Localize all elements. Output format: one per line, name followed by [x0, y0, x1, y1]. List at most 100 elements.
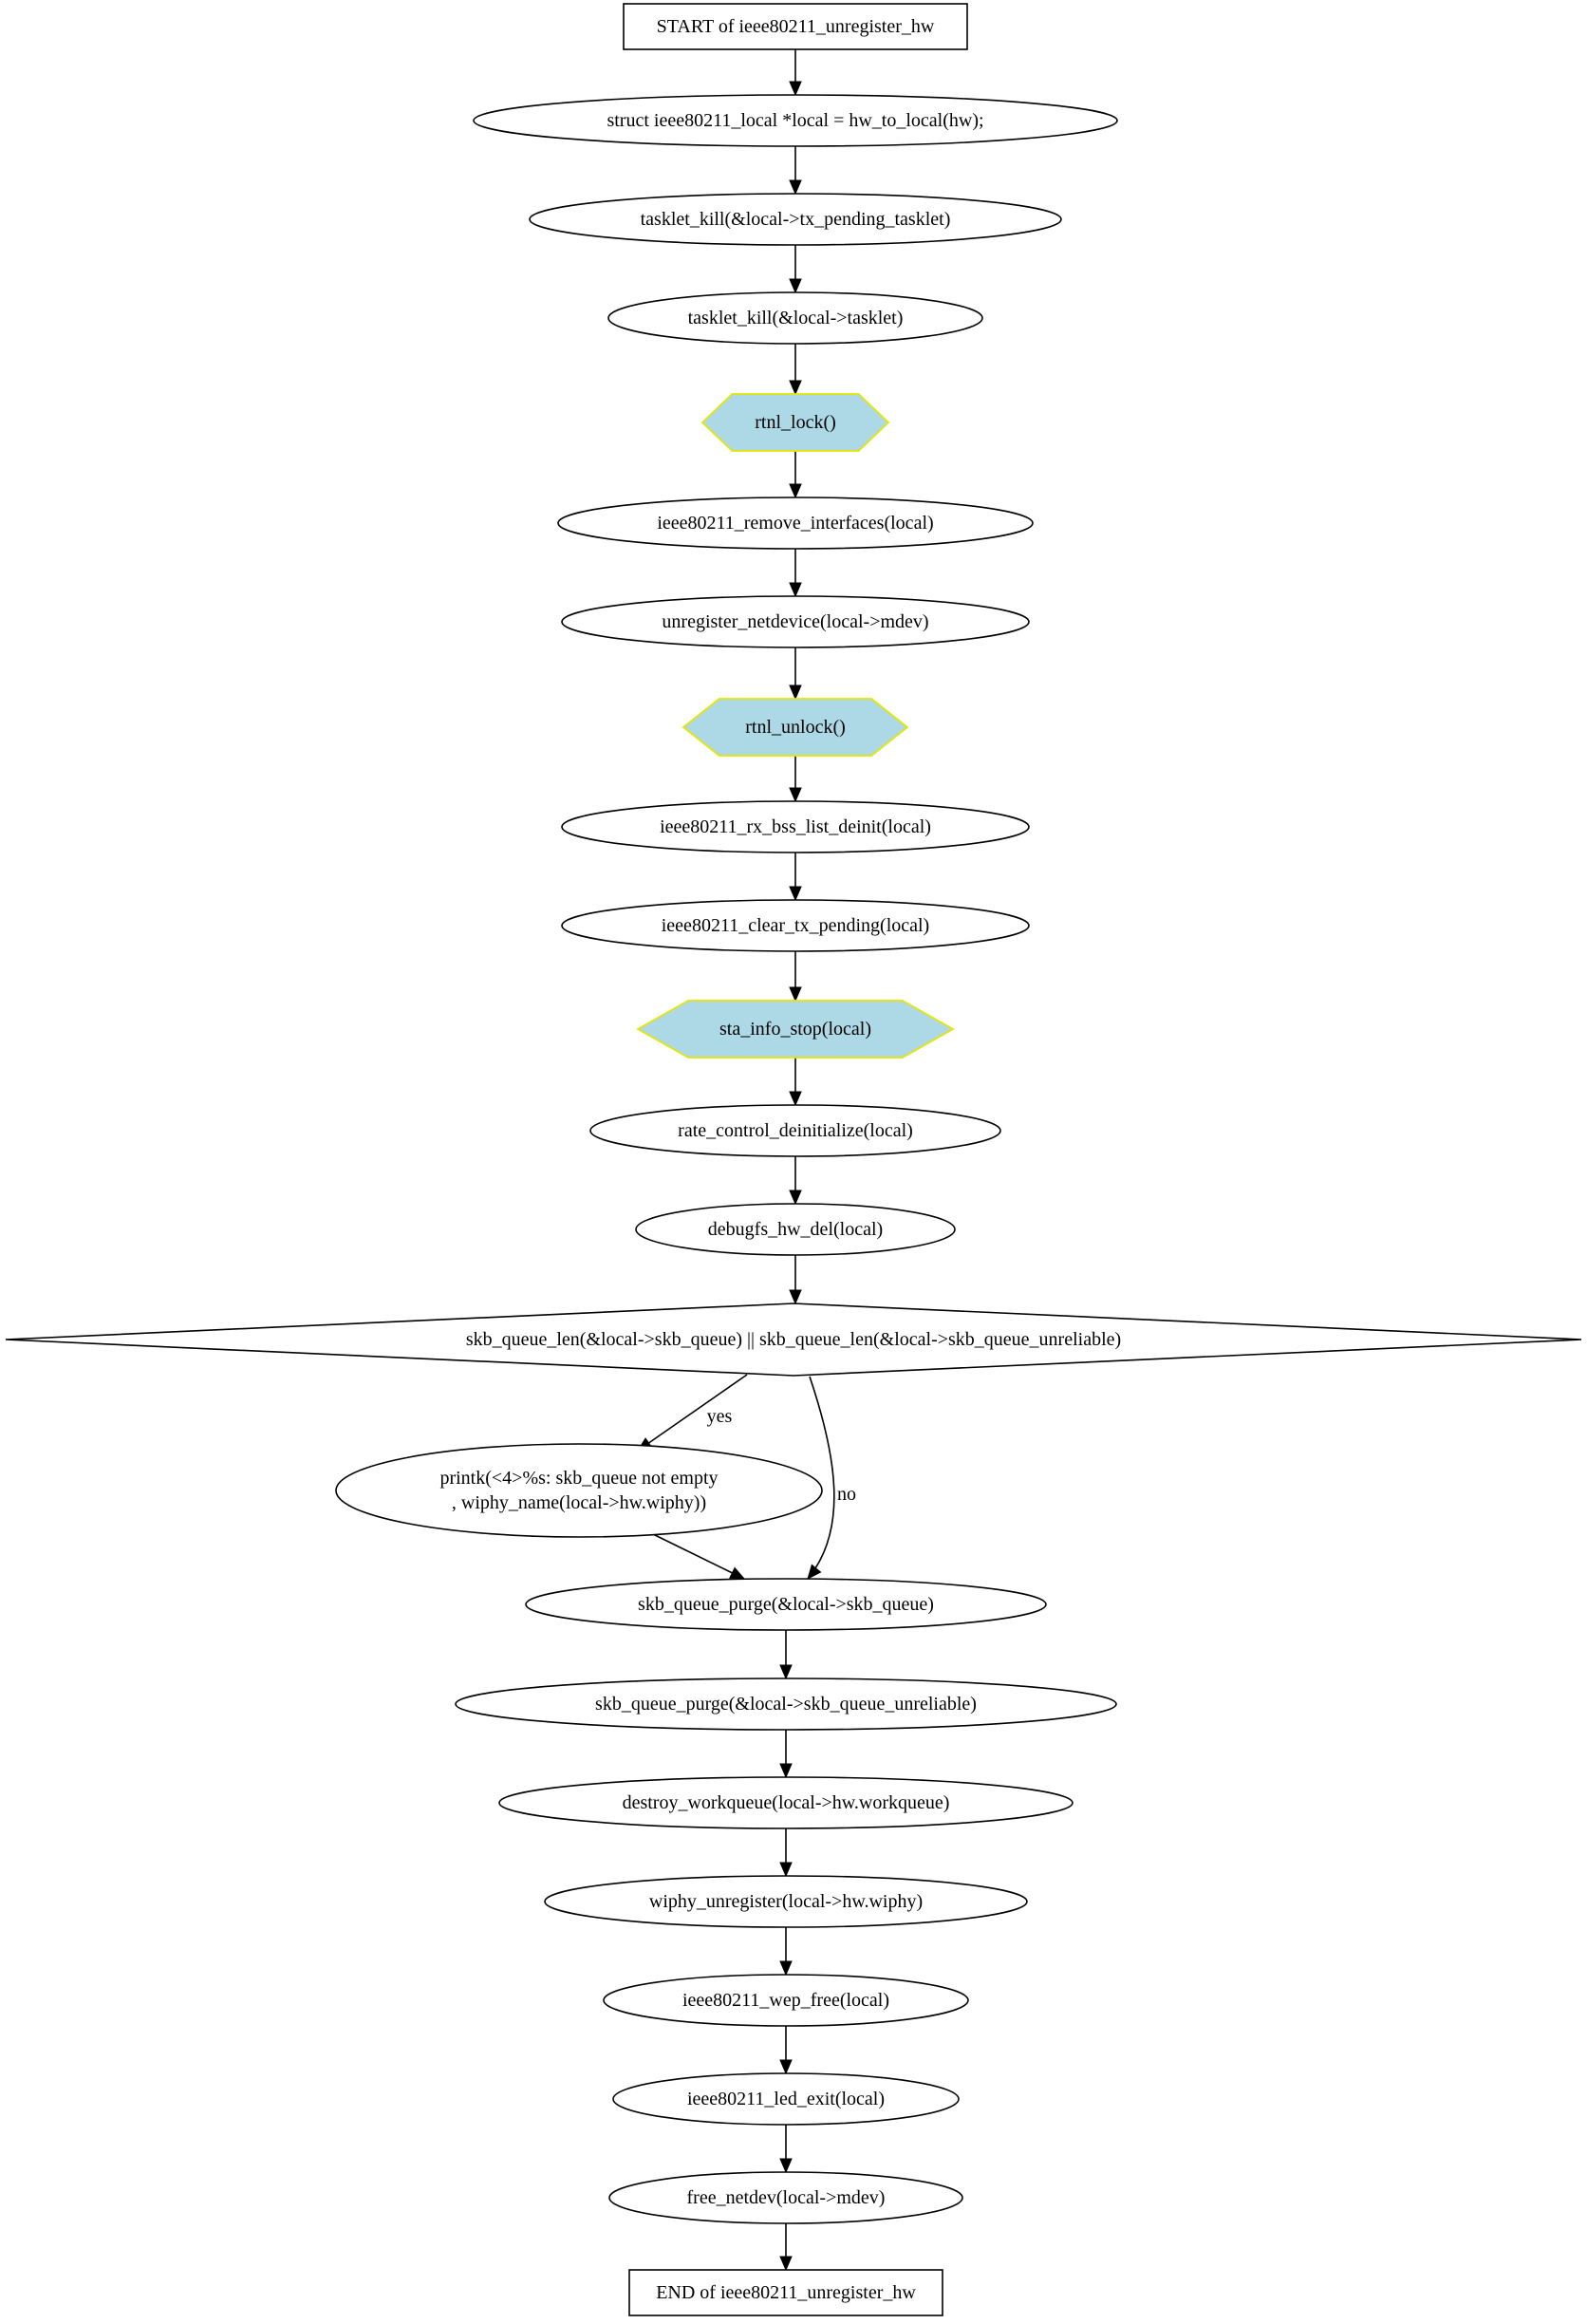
edge-line — [646, 1374, 748, 1445]
node-label: rate_control_deinitialize(local) — [678, 1120, 913, 1141]
node-label: ieee80211_wep_free(local) — [682, 1990, 889, 2011]
edge-arrowhead — [779, 1862, 793, 1878]
node-n16: skb_queue_purge(&local->skb_queue_unreli… — [455, 1677, 1117, 1731]
edge-n14-to-n15 — [652, 1533, 746, 1580]
edge-arrowhead — [807, 1564, 822, 1580]
edge-n15-to-n16 — [779, 1630, 793, 1680]
edge-arrowhead — [789, 1091, 802, 1107]
node-n6: unregister_netdevice(local->mdev) — [561, 595, 1030, 648]
node-n21: free_netdev(local->mdev) — [608, 2171, 963, 2224]
edge-n19-to-n20 — [779, 2026, 793, 2075]
edge-arrowhead — [789, 278, 802, 294]
ellipse-shape — [544, 1875, 1028, 1928]
edge-arrowhead — [729, 1566, 746, 1580]
edges-layer: yes no — [636, 49, 856, 2272]
edge-arrowhead — [789, 684, 802, 701]
hexagon-shape — [636, 1000, 955, 1059]
node-label: struct ieee80211_local *local = hw_to_lo… — [607, 110, 983, 131]
edge-label: no — [837, 1484, 856, 1505]
edge-arrowhead — [789, 179, 802, 196]
node-n10: sta_info_stop(local) — [636, 1000, 955, 1059]
edge-n13-to-n14: yes — [636, 1374, 748, 1452]
edge-arrowhead — [779, 1664, 793, 1680]
edge-arrowhead — [779, 2059, 793, 2075]
edge-n5-to-n6 — [789, 549, 802, 598]
edge-n20-to-n21 — [779, 2125, 793, 2174]
node-n15: skb_queue_purge(&local->skb_queue) — [525, 1578, 1047, 1631]
hexagon-shape — [681, 698, 909, 757]
node-n11: rate_control_deinitialize(local) — [589, 1104, 1001, 1157]
edge-arrowhead — [779, 1960, 793, 1977]
ellipse-shape — [608, 2171, 963, 2224]
edge-n13-to-n15: no — [807, 1376, 856, 1580]
node-n4: rtnl_lock() — [700, 393, 890, 452]
node-n3: tasklet_kill(&local->tasklet) — [607, 291, 983, 345]
edge-arrowhead — [789, 483, 802, 499]
node-label: wiphy_unregister(local->hw.wiphy) — [649, 1891, 923, 1912]
edge-arrowhead — [789, 380, 802, 396]
node-start: START of ieee80211_unregister_hw — [623, 3, 968, 50]
edge-n16-to-n17 — [779, 1730, 793, 1779]
ellipse-shape — [335, 1443, 823, 1538]
node-end: END of ieee80211_unregister_hw — [628, 2269, 943, 2316]
node-label: destroy_workqueue(local->hw.workqueue) — [623, 1792, 950, 1813]
hexagon-shape — [700, 393, 890, 452]
ellipse-shape — [529, 193, 1062, 246]
edge-n12-to-n13 — [789, 1255, 802, 1305]
edge-line — [807, 1376, 835, 1580]
node-label: skb_queue_purge(&local->skb_queue_unreli… — [595, 1694, 977, 1715]
box-shape — [628, 2269, 943, 2316]
edge-arrowhead — [789, 787, 802, 803]
node-label: END of ieee80211_unregister_hw — [656, 2282, 916, 2303]
edge-n6-to-n7 — [789, 647, 802, 701]
edge-n10-to-n11 — [789, 1058, 802, 1107]
node-n19: ieee80211_wep_free(local) — [603, 1974, 969, 2027]
ellipse-shape — [557, 497, 1034, 550]
node-n17: destroy_workqueue(local->hw.workqueue) — [498, 1776, 1074, 1829]
node-n2: tasklet_kill(&local->tx_pending_tasklet) — [529, 193, 1062, 246]
node-label: rtnl_unlock() — [745, 717, 846, 738]
ellipse-shape — [473, 94, 1118, 147]
node-label: printk(<4>%s: skb_queue not empty — [439, 1468, 718, 1489]
ellipse-shape — [455, 1677, 1117, 1731]
node-label: tasklet_kill(&local->tasklet) — [688, 308, 904, 328]
ellipse-shape — [561, 800, 1030, 853]
edge-arrowhead — [789, 1190, 802, 1206]
edge-n11-to-n12 — [789, 1156, 802, 1206]
node-n14: printk(<4>%s: skb_queue not empty, wiphy… — [335, 1443, 823, 1538]
edge-n4-to-n5 — [789, 451, 802, 499]
node-n1: struct ieee80211_local *local = hw_to_lo… — [473, 94, 1118, 147]
node-n5: ieee80211_remove_interfaces(local) — [557, 497, 1034, 550]
edge-n3-to-n4 — [789, 344, 802, 396]
node-n20: ieee80211_led_exit(local) — [612, 2072, 960, 2126]
node-n12: debugfs_hw_del(local) — [635, 1203, 956, 1256]
edge-line — [652, 1533, 735, 1575]
edge-n7-to-n8 — [789, 756, 802, 803]
ellipse-shape — [603, 1974, 969, 2027]
node-label: START of ieee80211_unregister_hw — [657, 16, 935, 37]
ellipse-shape — [612, 2072, 960, 2126]
edge-arrowhead — [789, 886, 802, 902]
edge-n2-to-n3 — [789, 245, 802, 294]
box-shape — [623, 3, 968, 50]
edge-n8-to-n9 — [789, 853, 802, 902]
node-label: debugfs_hw_del(local) — [708, 1219, 883, 1240]
edge-n21-to-end — [779, 2223, 793, 2272]
node-label: ieee80211_rx_bss_list_deinit(local) — [660, 816, 931, 837]
node-label: skb_queue_len(&local->skb_queue) || skb_… — [466, 1329, 1121, 1350]
ellipse-shape — [561, 899, 1030, 952]
ellipse-shape — [525, 1578, 1047, 1631]
edge-label: yes — [707, 1406, 733, 1427]
node-n9: ieee80211_clear_tx_pending(local) — [561, 899, 1030, 952]
ellipse-shape — [635, 1203, 956, 1256]
ellipse-shape — [498, 1776, 1074, 1829]
edge-arrowhead — [789, 582, 802, 598]
ellipse-shape — [607, 291, 983, 345]
node-label: tasklet_kill(&local->tx_pending_tasklet) — [641, 209, 951, 230]
node-label: ieee80211_remove_interfaces(local) — [657, 513, 933, 534]
edge-n9-to-n10 — [789, 951, 802, 1003]
node-label: rtnl_lock() — [755, 412, 836, 433]
ellipse-shape — [589, 1104, 1001, 1157]
node-label: ieee80211_clear_tx_pending(local) — [662, 915, 929, 936]
